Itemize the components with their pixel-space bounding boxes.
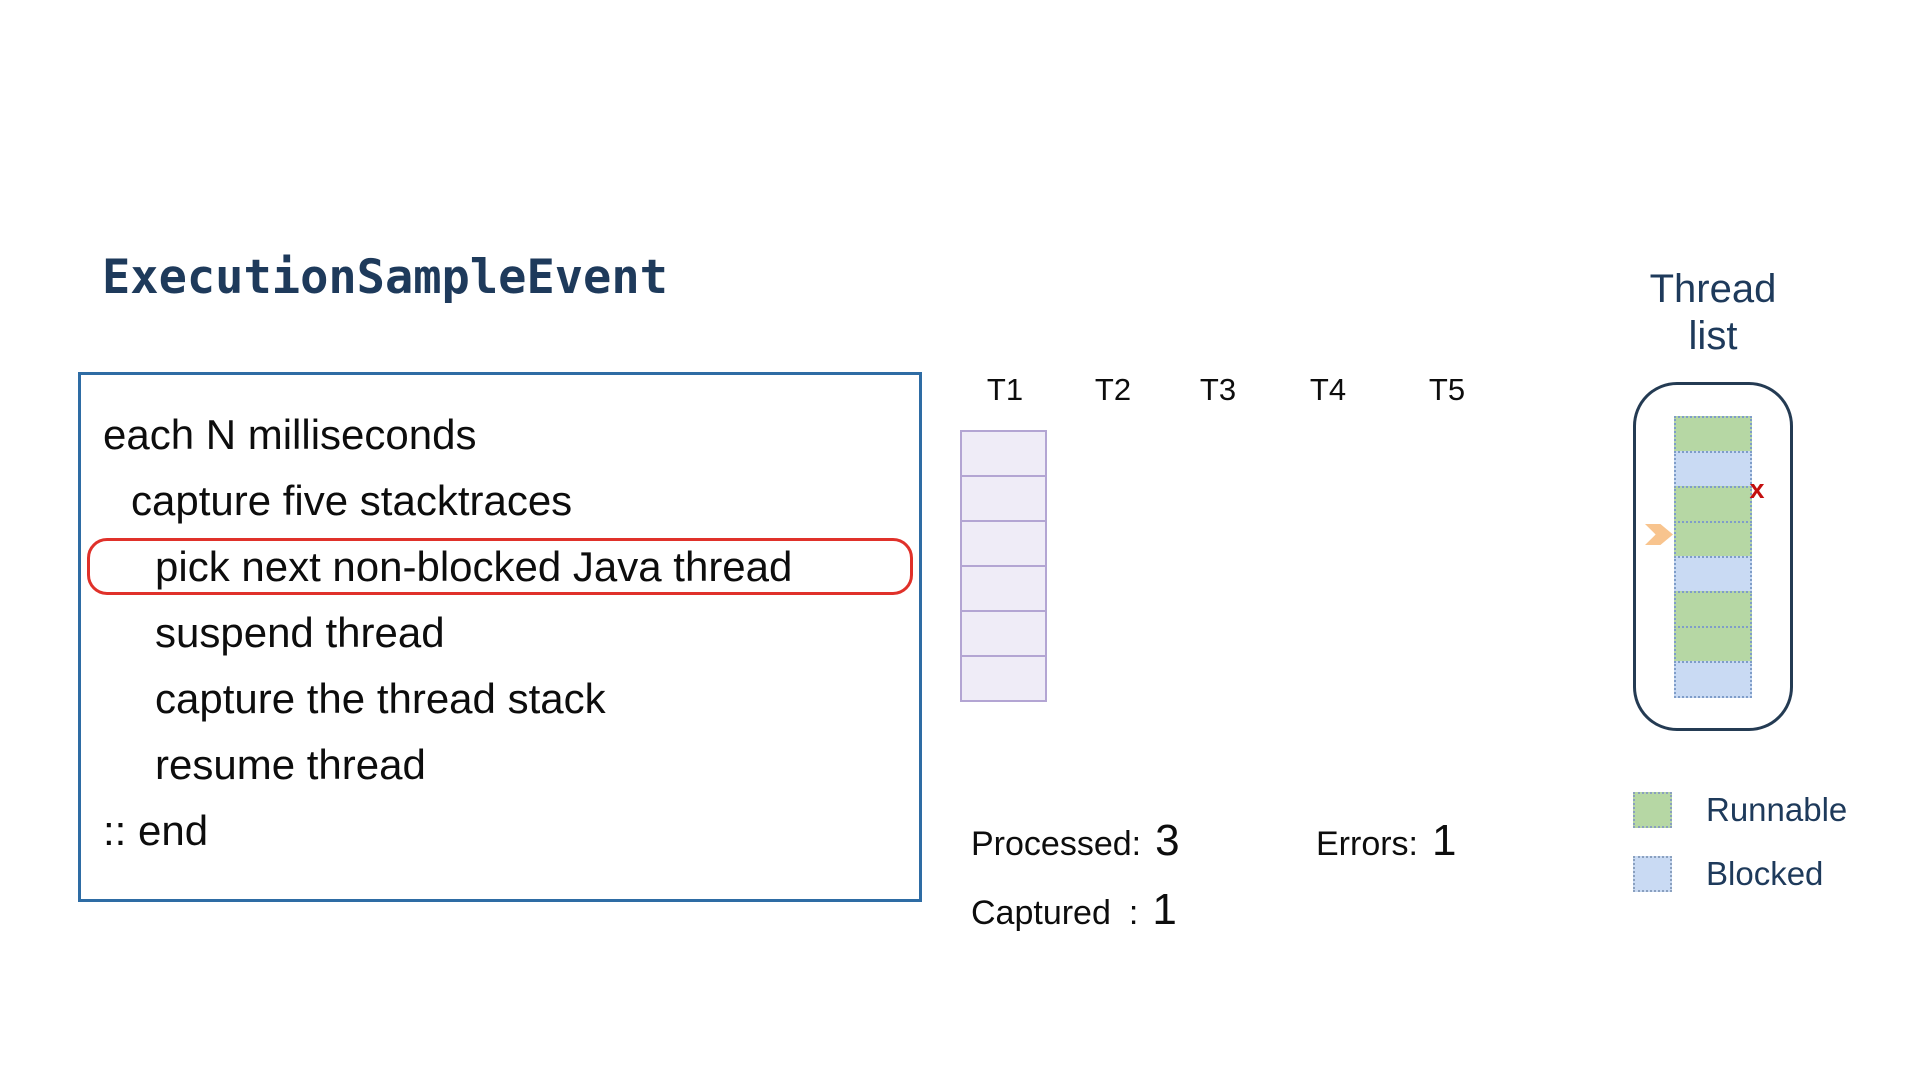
thread-cell-runnable	[1674, 521, 1752, 558]
legend-label: Runnable	[1706, 791, 1848, 828]
captured-separator: :	[1128, 894, 1139, 932]
captured-sample-cell	[960, 610, 1047, 657]
pseudocode-line: capture the thread stack	[81, 666, 919, 732]
legend-item: Blocked	[1633, 855, 1847, 893]
thread-cell-runnable	[1674, 626, 1752, 663]
thread-list-title: Thread list	[1633, 266, 1793, 360]
thread-cell-runnable	[1674, 486, 1752, 523]
pseudocode-line-text: :: end	[103, 807, 209, 854]
processed-value: 3	[1155, 816, 1180, 865]
pseudocode-line: capture five stacktraces	[81, 468, 919, 534]
pseudocode-line-text: capture five stacktraces	[131, 477, 573, 524]
page-title: ExecutionSampleEvent	[102, 250, 668, 305]
errors-value: 1	[1432, 816, 1457, 865]
thread-list-cells	[1674, 416, 1752, 698]
processed-label: Processed:	[971, 825, 1142, 863]
thread-column-label: T1	[986, 372, 1024, 407]
pseudocode-box: each N milliseconds capture five stacktra…	[78, 372, 922, 902]
pseudocode-line-text: capture the thread stack	[155, 675, 606, 722]
errors-label: Errors:	[1316, 825, 1418, 863]
pseudocode-line: pick next non-blocked Java thread	[81, 534, 919, 600]
thread-column-label: T5	[1428, 372, 1466, 407]
pseudocode-line-text: suspend thread	[155, 609, 445, 656]
captured-sample-cell	[960, 655, 1047, 702]
blocked-swatch-icon	[1633, 856, 1672, 892]
captured-sample-cell	[960, 520, 1047, 567]
current-thread-arrow-icon	[1645, 524, 1673, 545]
captured-sample-cell	[960, 475, 1047, 522]
captured-sample-cell	[960, 565, 1047, 612]
pseudocode-lines: each N milliseconds capture five stacktra…	[81, 402, 919, 864]
stat-errors: Errors: 1	[1316, 816, 1456, 866]
stat-processed: Processed: 3	[971, 816, 1180, 866]
captured-sample-cell	[960, 430, 1047, 477]
pseudocode-line-text: each N milliseconds	[103, 411, 477, 458]
thread-cell-blocked	[1674, 661, 1752, 698]
pseudocode-line: each N milliseconds	[81, 402, 919, 468]
legend-label: Blocked	[1706, 855, 1824, 892]
pseudocode-line: suspend thread	[81, 600, 919, 666]
pseudocode-line-text: pick next non-blocked Java thread	[155, 543, 793, 590]
runnable-swatch-icon	[1633, 792, 1672, 828]
thread-column-label: T2	[1094, 372, 1132, 407]
thread-cell-runnable	[1674, 416, 1752, 453]
captured-label: Captured	[971, 894, 1111, 932]
thread-list-panel: x	[1633, 382, 1793, 731]
thread-column-label: T4	[1309, 372, 1347, 407]
thread-cell-blocked	[1674, 556, 1752, 593]
t1-sample-stack	[960, 430, 1047, 702]
thread-cell-blocked	[1674, 451, 1752, 488]
thread-list-title-line1: Thread	[1649, 267, 1777, 311]
pseudocode-line: :: end	[81, 798, 919, 864]
pseudocode-line: resume thread	[81, 732, 919, 798]
thread-list-title-line2: list	[1688, 314, 1738, 358]
legend-item: Runnable	[1633, 791, 1847, 829]
captured-value: 1	[1152, 885, 1177, 934]
thread-cell-runnable	[1674, 591, 1752, 628]
pseudocode-line-text: resume thread	[155, 741, 426, 788]
highlight-ring	[87, 538, 913, 595]
stat-captured: Captured : 1	[971, 885, 1177, 935]
error-x-icon: x	[1749, 474, 1765, 504]
thread-column-label: T3	[1199, 372, 1237, 407]
